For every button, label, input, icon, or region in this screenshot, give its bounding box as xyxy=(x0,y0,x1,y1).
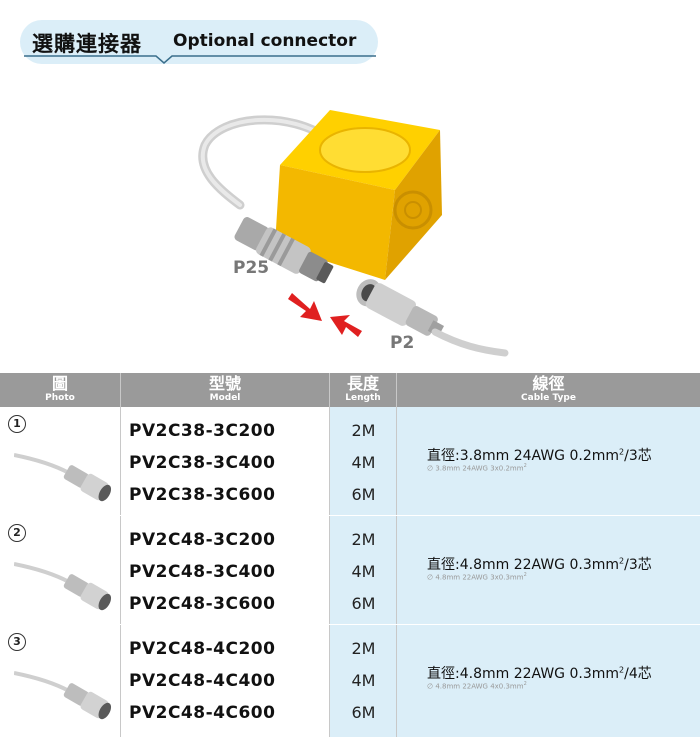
connector-thumbnail xyxy=(14,562,112,611)
model-code: PV2C48-4C400 xyxy=(129,671,276,691)
p25-connector xyxy=(234,217,334,284)
cable-spec-en-text: ∅ 4.8mm 22AWG 3x0.3mm xyxy=(427,573,524,582)
header-model-en: Model xyxy=(209,393,241,403)
model-code: PV2C38-3C600 xyxy=(129,485,276,505)
length-value: 2M xyxy=(351,530,376,549)
model-code: PV2C38-3C200 xyxy=(129,421,276,441)
model-code: PV2C38-3C400 xyxy=(129,453,276,473)
header-model-zh: 型號 xyxy=(208,374,241,393)
cable-type-cell: 直徑:4.8mm 22AWG 0.3mm2/3芯 ∅ 4.8mm 22AWG 3… xyxy=(397,516,700,624)
model-code: PV2C48-4C200 xyxy=(129,639,276,659)
section-title-en: Optional connector xyxy=(173,31,357,51)
arrow-left-icon xyxy=(330,315,362,337)
model-cell: PV2C48-3C200 PV2C48-3C400 PV2C48-3C600 xyxy=(121,516,330,624)
cable-spec-en-sup: 2 xyxy=(523,681,527,687)
connector-thumbnail xyxy=(14,671,112,720)
table-row: 1 PV2C38-3C200 PV2C38-3C400 PV2C38-3C600… xyxy=(0,407,700,515)
cable-type-cell: 直徑:3.8mm 24AWG 0.2mm2/3芯 ∅ 3.8mm 24AWG 3… xyxy=(397,407,700,515)
photo-cell: 3 xyxy=(0,625,121,737)
header-length-zh: 長度 xyxy=(346,374,379,393)
cable-spec: 直徑:4.8mm 22AWG 0.3mm2/3芯 xyxy=(427,554,652,574)
length-value: 4M xyxy=(351,562,376,581)
model-cell: PV2C48-4C200 PV2C48-4C400 PV2C48-4C600 xyxy=(121,625,330,737)
row-number: 3 xyxy=(8,633,26,651)
model-code: PV2C48-3C600 xyxy=(129,594,276,614)
cable-spec-sup: 2 xyxy=(619,447,625,457)
length-value: 4M xyxy=(351,453,376,472)
table-header: 圖 Photo 型號 Model 長度 Length 線徑 Cable Type xyxy=(0,373,700,407)
connector-table: 圖 Photo 型號 Model 長度 Length 線徑 Cable Type… xyxy=(0,373,700,737)
table-row: 2 PV2C48-3C200 PV2C48-3C400 PV2C48-3C600… xyxy=(0,516,700,624)
model-code: PV2C48-4C600 xyxy=(129,703,276,723)
header-length: 長度 Length xyxy=(330,373,397,407)
connector-thumbnail xyxy=(14,453,112,502)
row-number: 2 xyxy=(8,524,26,542)
model-code: PV2C48-3C200 xyxy=(129,530,276,550)
cable-spec-en-sup: 2 xyxy=(523,572,527,578)
cable-spec-en: ∅ 4.8mm 22AWG 4x0.3mm2 xyxy=(427,681,527,690)
arrow-right-icon xyxy=(288,293,322,321)
cable-spec-en-text: ∅ 3.8mm 24AWG 3x0.2mm xyxy=(427,464,524,473)
cable-spec-cores: /3芯 xyxy=(624,448,652,464)
row-number: 1 xyxy=(8,415,26,433)
header-cable-zh: 線徑 xyxy=(532,374,565,393)
photo-cell: 1 xyxy=(0,407,121,515)
cable-spec-text: 直徑:3.8mm 24AWG 0.2mm xyxy=(427,448,620,464)
cable-spec-text: 直徑:4.8mm 22AWG 0.3mm xyxy=(427,557,620,573)
cable-spec-en-sup: 2 xyxy=(523,463,527,469)
cable-spec: 直徑:4.8mm 22AWG 0.3mm2/4芯 xyxy=(427,663,652,683)
sensor-cube xyxy=(275,110,442,280)
cable-spec-sup: 2 xyxy=(619,556,625,566)
label-p25: P25 xyxy=(233,258,270,278)
cable-type-cell: 直徑:4.8mm 22AWG 0.3mm2/4芯 ∅ 4.8mm 22AWG 4… xyxy=(397,625,700,737)
length-value: 6M xyxy=(351,485,376,504)
length-value: 2M xyxy=(351,421,376,440)
product-photo xyxy=(198,110,509,357)
cable-spec: 直徑:3.8mm 24AWG 0.2mm2/3芯 xyxy=(427,445,652,465)
model-cell: PV2C38-3C200 PV2C38-3C400 PV2C38-3C600 xyxy=(121,407,330,515)
cable-spec-cores: /3芯 xyxy=(624,557,652,573)
length-value: 2M xyxy=(351,639,376,658)
length-value: 6M xyxy=(351,703,376,722)
photo-cell: 2 xyxy=(0,516,121,624)
header-photo: 圖 Photo xyxy=(0,373,121,407)
cable-spec-en: ∅ 3.8mm 24AWG 3x0.2mm2 xyxy=(427,463,527,472)
length-cell: 2M 4M 6M xyxy=(330,625,397,737)
cable-spec-en-text: ∅ 4.8mm 22AWG 4x0.3mm xyxy=(427,682,524,691)
header-photo-zh: 圖 xyxy=(51,374,68,393)
header-model: 型號 Model xyxy=(121,373,330,407)
label-p2: P2 xyxy=(390,333,415,353)
title-underline xyxy=(24,55,376,64)
cable-spec-text: 直徑:4.8mm 22AWG 0.3mm xyxy=(427,666,620,682)
section-title-zh: 選購連接器 xyxy=(32,32,142,56)
table-row: 3 PV2C48-4C200 PV2C48-4C400 PV2C48-4C600… xyxy=(0,625,700,737)
header-cable-type: 線徑 Cable Type xyxy=(397,373,700,407)
length-value: 4M xyxy=(351,671,376,690)
header-length-en: Length xyxy=(345,393,381,403)
cable-spec-sup: 2 xyxy=(619,665,625,675)
header-photo-en: Photo xyxy=(45,393,75,403)
header-cable-en: Cable Type xyxy=(521,393,576,403)
length-cell: 2M 4M 6M xyxy=(330,516,397,624)
length-cell: 2M 4M 6M xyxy=(330,407,397,515)
model-code: PV2C48-3C400 xyxy=(129,562,276,582)
cable-spec-en: ∅ 4.8mm 22AWG 3x0.3mm2 xyxy=(427,572,527,581)
length-value: 6M xyxy=(351,594,376,613)
cable-spec-cores: /4芯 xyxy=(624,666,652,682)
